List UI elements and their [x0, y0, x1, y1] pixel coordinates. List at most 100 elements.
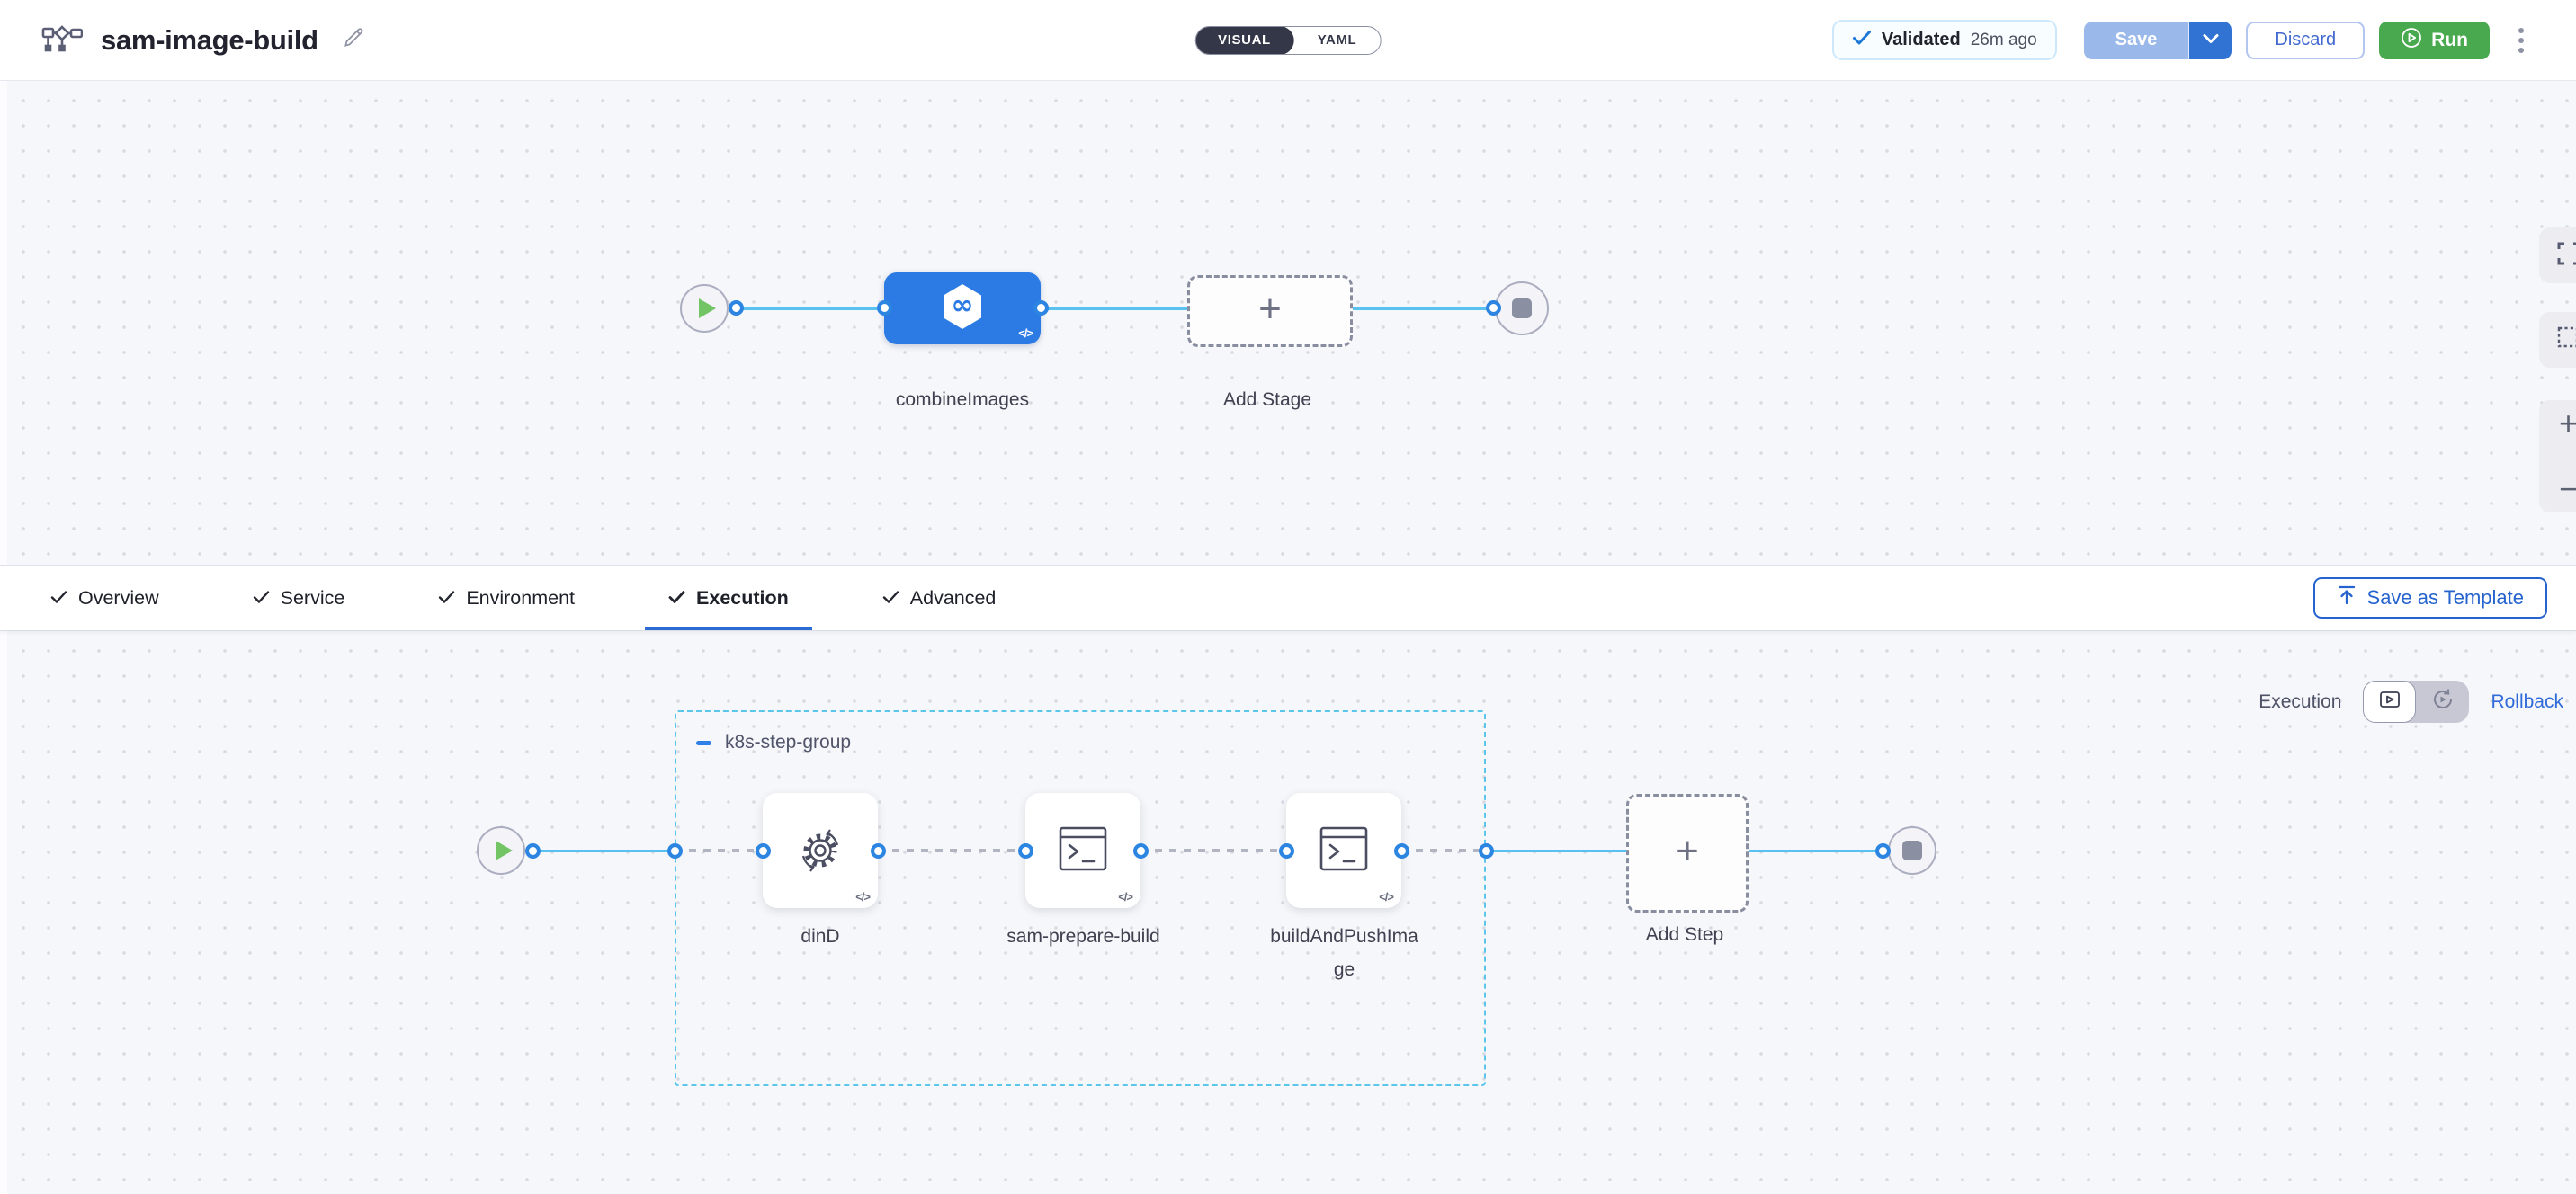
check-icon: [1852, 30, 1872, 50]
connector-port[interactable]: [1875, 843, 1891, 859]
execution-mode-label: Execution: [2258, 691, 2342, 712]
run-label: Run: [2431, 29, 2468, 50]
play-icon: [699, 298, 716, 318]
connector-line: [1486, 850, 1626, 852]
execution-mode-button[interactable]: [2363, 681, 2417, 723]
save-button[interactable]: Save: [2083, 21, 2189, 59]
run-button[interactable]: Run: [2379, 21, 2490, 59]
marquee-select-icon: [2556, 325, 2576, 355]
upload-icon: [2337, 584, 2357, 611]
collapse-group-icon[interactable]: [696, 740, 711, 745]
save-split-button: Save: [2083, 21, 2232, 59]
connector-line: [736, 307, 884, 310]
step-node-dind[interactable]: </>: [763, 793, 878, 908]
top-bar: sam-image-build VISUAL YAML: [0, 0, 2576, 81]
tab-execution[interactable]: Execution: [645, 566, 812, 630]
zoom-in-button[interactable]: +: [2558, 405, 2576, 441]
multi-select-button[interactable]: [2539, 312, 2576, 368]
connector-port[interactable]: [1394, 843, 1409, 859]
connector-port[interactable]: [1018, 843, 1033, 859]
kebab-icon: [2518, 27, 2524, 33]
connector-dotline: [1401, 849, 1486, 852]
title-area: sam-image-build: [41, 5, 365, 76]
play-square-icon: [2378, 688, 2402, 716]
chevron-down-icon: [2203, 32, 2219, 49]
code-icon: </>: [855, 890, 871, 904]
page-title: sam-image-build: [101, 23, 318, 56]
add-stage-label: Add Stage: [1222, 389, 1312, 410]
step-node-buildandpushimage[interactable]: </>: [1286, 793, 1401, 908]
rollback-link[interactable]: Rollback: [2491, 691, 2563, 712]
pipeline-icon: [41, 21, 84, 59]
execution-canvas[interactable]: Execution: [0, 631, 2576, 1194]
zoom-out-button[interactable]: −: [2558, 470, 2576, 507]
validated-time: 26m ago: [1970, 30, 2037, 49]
tab-check-icon: [668, 587, 685, 610]
connector-port[interactable]: [1033, 300, 1049, 316]
stop-icon: [1512, 298, 1532, 318]
step-group-header[interactable]: k8s-step-group: [696, 732, 851, 753]
tab-advanced[interactable]: Advanced: [882, 566, 996, 630]
step-node-sam-prepare-build[interactable]: </>: [1025, 793, 1140, 908]
toggle-visual[interactable]: VISUAL: [1195, 26, 1294, 54]
connector-line: [1347, 307, 1498, 310]
connector-port[interactable]: [1279, 843, 1294, 859]
discard-button[interactable]: Discard: [2246, 21, 2366, 59]
connector-port[interactable]: [1486, 300, 1501, 316]
fullscreen-button[interactable]: [2539, 227, 2576, 283]
validated-badge[interactable]: Validated 26m ago: [1831, 20, 2057, 60]
connector-port[interactable]: [729, 300, 744, 316]
stage-canvas[interactable]: ∞ </> + combineImages Add Stage: [0, 81, 2576, 565]
stage-node-combineimages[interactable]: ∞ </>: [884, 272, 1041, 344]
tab-check-icon: [50, 587, 67, 610]
connector-line: [532, 850, 675, 852]
add-step-button[interactable]: +: [1626, 794, 1749, 913]
connector-line: [1743, 850, 1888, 852]
connector-dotline: [1140, 849, 1286, 852]
step-group-label: k8s-step-group: [725, 732, 852, 753]
pencil-icon: [342, 26, 365, 54]
connector-port[interactable]: [877, 300, 892, 316]
plus-icon: +: [1676, 829, 1699, 873]
pipeline-end-node[interactable]: [1495, 281, 1549, 335]
header-actions: Validated 26m ago Save Discard: [1831, 20, 2527, 60]
save-options-button[interactable]: [2188, 21, 2232, 59]
tab-overview[interactable]: Overview: [50, 566, 159, 630]
tab-environment[interactable]: Environment: [438, 566, 575, 630]
execution-start-node[interactable]: [477, 826, 525, 875]
connector-port[interactable]: [871, 843, 886, 859]
play-circle-icon: [2401, 27, 2422, 54]
code-icon: </>: [1018, 326, 1033, 340]
validated-label: Validated: [1881, 30, 1961, 49]
rollback-icon: [2430, 687, 2455, 717]
execution-end-node[interactable]: [1888, 826, 1936, 875]
connector-port[interactable]: [756, 843, 771, 859]
ci-hexagon-infinity-icon: ∞: [939, 281, 986, 336]
edit-title-button[interactable]: [342, 26, 365, 54]
rollback-mode-button[interactable]: [2416, 681, 2469, 723]
tab-check-icon: [253, 587, 270, 610]
stop-icon: [1902, 841, 1922, 860]
tab-service[interactable]: Service: [253, 566, 344, 630]
svg-text:∞: ∞: [952, 290, 974, 321]
connector-port[interactable]: [667, 843, 683, 859]
step-label: sam-prepare-build: [1006, 926, 1160, 947]
code-icon: </>: [1118, 890, 1133, 904]
connector-port[interactable]: [1133, 843, 1149, 859]
step-group-container[interactable]: k8s-step-group: [675, 710, 1486, 1086]
connector-port[interactable]: [1479, 843, 1494, 859]
gear-sync-icon: [792, 821, 848, 881]
connector-dotline: [675, 849, 763, 852]
more-options-button[interactable]: [2515, 24, 2527, 57]
execution-rollback-switch: Execution: [2258, 681, 2563, 723]
zoom-panel: + −: [2539, 400, 2576, 512]
toggle-yaml[interactable]: YAML: [1317, 32, 1357, 48]
step-label: dinD: [801, 926, 840, 947]
save-as-template-button[interactable]: Save as Template: [2312, 577, 2547, 619]
stage-tabs-bar: Overview Service Environment Execution A…: [0, 565, 2576, 631]
connector-port[interactable]: [525, 843, 541, 859]
play-icon: [496, 841, 513, 860]
add-stage-button[interactable]: +: [1187, 275, 1353, 347]
pipeline-start-node[interactable]: [680, 284, 729, 333]
